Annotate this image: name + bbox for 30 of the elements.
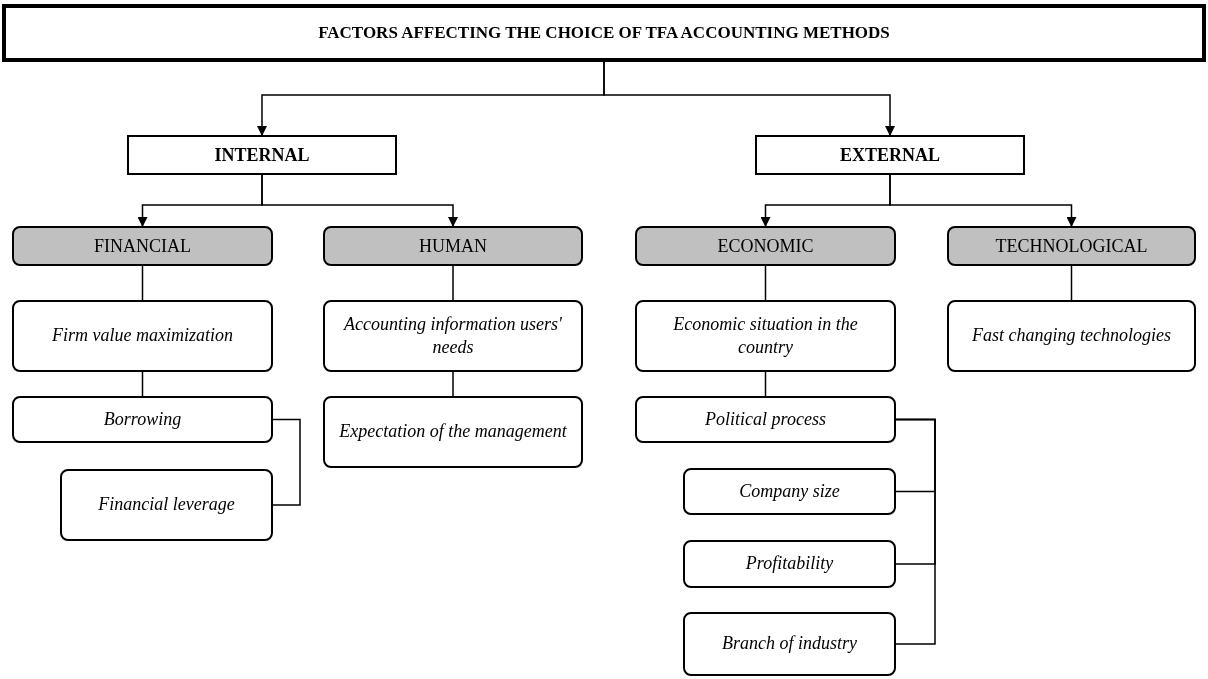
connector bbox=[272, 418, 301, 506]
factor-box: Political process bbox=[635, 396, 896, 443]
category-box: TECHNOLOGICAL bbox=[947, 226, 1196, 266]
factor-box: Profitability bbox=[683, 540, 896, 588]
category-box: ECONOMIC bbox=[635, 226, 896, 266]
factor-box: Company size bbox=[683, 468, 896, 515]
connector bbox=[261, 174, 458, 227]
title-box: FACTORS AFFECTING THE CHOICE OF TFA ACCOUNTING METHODS bbox=[2, 4, 1206, 62]
factor-box: Financial leverage bbox=[60, 469, 273, 541]
connector bbox=[603, 61, 895, 136]
connector bbox=[141, 265, 144, 301]
connector bbox=[141, 371, 144, 397]
group-box: INTERNAL bbox=[127, 135, 397, 175]
factor-box: Borrowing bbox=[12, 396, 273, 443]
factor-box: Fast changing technologies bbox=[947, 300, 1196, 372]
connector bbox=[764, 371, 767, 397]
category-box: HUMAN bbox=[323, 226, 583, 266]
factor-box: Economic situation in the country bbox=[635, 300, 896, 372]
factor-box: Expectation of the management bbox=[323, 396, 583, 468]
group-box: EXTERNAL bbox=[755, 135, 1025, 175]
factor-box: Firm value maximization bbox=[12, 300, 273, 372]
connector bbox=[895, 418, 936, 645]
factor-box: Accounting information users' needs bbox=[323, 300, 583, 372]
connector bbox=[889, 174, 1077, 227]
connector bbox=[1070, 265, 1073, 301]
factor-box: Branch of industry bbox=[683, 612, 896, 676]
category-box: FINANCIAL bbox=[12, 226, 273, 266]
connector bbox=[452, 265, 454, 301]
connector bbox=[764, 265, 767, 301]
connector bbox=[452, 371, 454, 397]
